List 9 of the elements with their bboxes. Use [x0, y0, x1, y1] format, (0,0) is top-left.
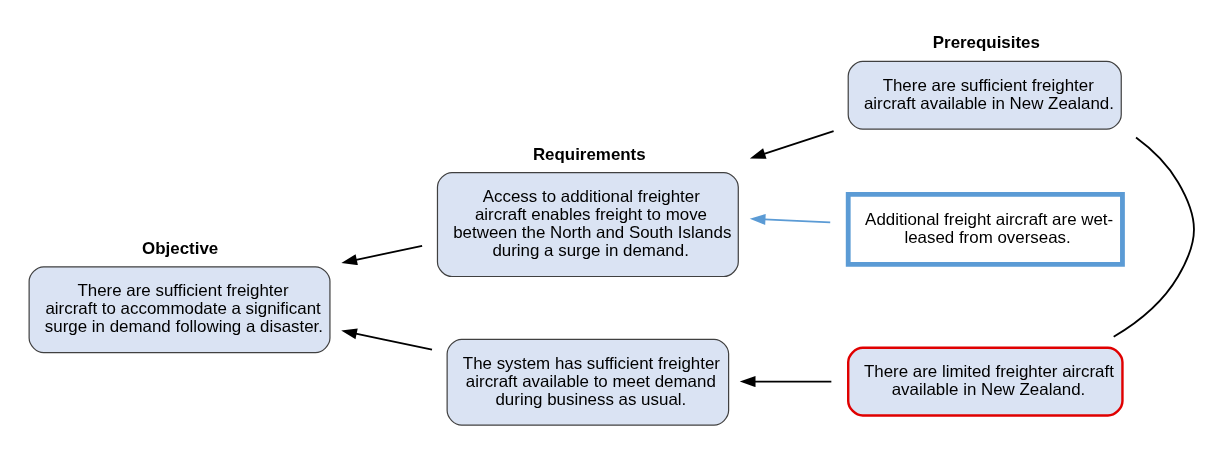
arrow [749, 213, 832, 225]
node-label: Prerequisites [932, 32, 1040, 52]
arrow [739, 375, 833, 387]
arrow [341, 244, 424, 265]
arrow [341, 327, 433, 350]
node-label: Requirements [532, 144, 646, 164]
arrow [749, 129, 835, 159]
node-label: Objective [142, 238, 219, 258]
connector [1112, 136, 1195, 338]
